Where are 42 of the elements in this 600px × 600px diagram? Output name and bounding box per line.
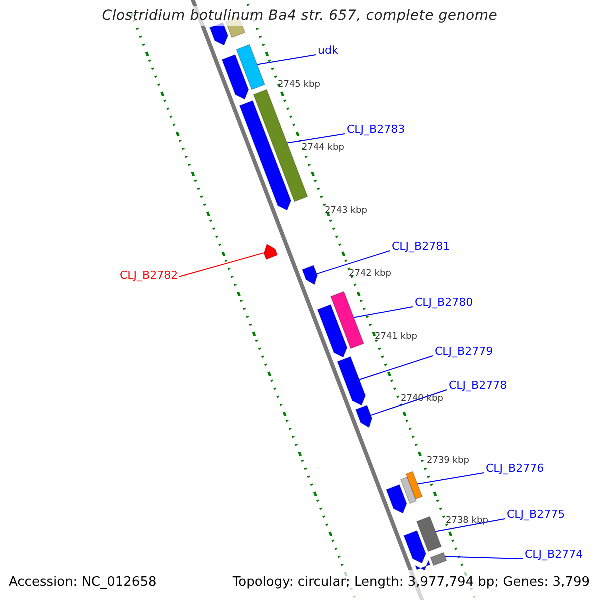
gene-bar bbox=[400, 476, 418, 504]
gene-bar bbox=[236, 44, 266, 90]
gene-feature bbox=[317, 304, 348, 358]
accession-text: Accession: NC_012658 bbox=[9, 575, 157, 591]
leader-line bbox=[444, 556, 524, 560]
leader-line bbox=[286, 134, 346, 144]
gene-bar bbox=[330, 291, 364, 350]
tick-label: 2740 kbp bbox=[401, 394, 444, 405]
leader-line bbox=[359, 356, 434, 380]
gene-label: CLJ_B2782 bbox=[120, 269, 178, 282]
leader-line bbox=[354, 306, 414, 318]
tick-label: 2739 kbp bbox=[427, 456, 470, 467]
gene-label: CLJ_B2780 bbox=[415, 296, 474, 309]
tick-label: 2743 kbp bbox=[325, 206, 368, 217]
gene-label: CLJ_B2783 bbox=[347, 123, 406, 136]
gene-label: CLJ_B2774 bbox=[525, 548, 584, 561]
tick-label: 2742 kbp bbox=[349, 269, 392, 280]
leader-line bbox=[316, 250, 390, 275]
tick-label: 2738 kbp bbox=[446, 516, 488, 527]
gene-feature bbox=[239, 100, 292, 211]
gene-feature bbox=[302, 265, 318, 286]
gene-label: CLJ_B2779 bbox=[435, 345, 494, 358]
gene-bar bbox=[430, 552, 448, 566]
gene-feature bbox=[355, 405, 373, 428]
gene-bar bbox=[416, 516, 442, 552]
leader-line bbox=[178, 252, 264, 278]
gene-feature bbox=[386, 484, 408, 514]
leader-line bbox=[370, 390, 448, 416]
leader-line bbox=[256, 54, 316, 66]
gene-label: CLJ_B2778 bbox=[449, 379, 508, 392]
gene-label: CLJ_B2775 bbox=[507, 508, 566, 521]
genome-stats-text: Topology: circular; Length: 3,977,794 bp; Genes: 3,799 bbox=[232, 575, 590, 591]
gene-label: CLJ_B2776 bbox=[486, 462, 544, 475]
gene-feature bbox=[264, 244, 278, 260]
tick-label: 2741 kbp bbox=[375, 332, 418, 343]
tick-label: 2745 kbp bbox=[278, 80, 320, 91]
gene-label: udk bbox=[318, 44, 338, 57]
gene-label: CLJ_B2781 bbox=[392, 240, 450, 253]
gene-feature bbox=[337, 356, 366, 406]
tick-label: 2744 kbp bbox=[302, 143, 344, 154]
gene-bar bbox=[406, 471, 423, 500]
gene-feature bbox=[222, 54, 250, 100]
